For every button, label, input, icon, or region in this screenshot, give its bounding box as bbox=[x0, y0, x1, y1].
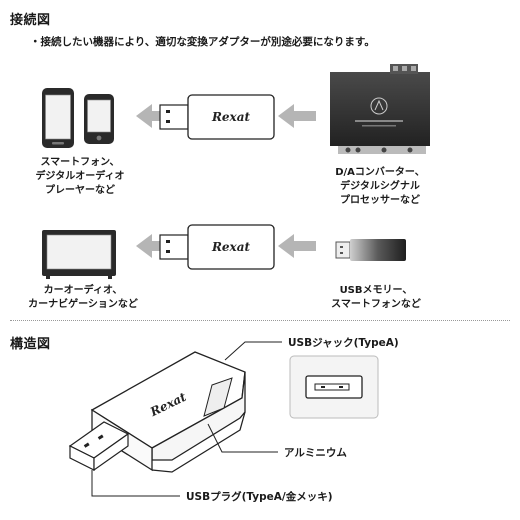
dac-device-icon bbox=[330, 64, 430, 154]
car-audio-display-icon bbox=[42, 230, 116, 279]
section-divider bbox=[10, 320, 510, 321]
arrow-left-icon bbox=[278, 234, 316, 258]
rexat-adapter-icon: Rexat bbox=[159, 224, 275, 270]
caption-line: プレーヤーなど bbox=[45, 185, 115, 196]
caption-line: デジタルオーディオ bbox=[35, 171, 125, 182]
usb-memory-icon bbox=[335, 239, 406, 261]
usb-plug-label: USBプラグ(TypeA/金メッキ) bbox=[186, 491, 333, 503]
arrow-left-icon bbox=[136, 234, 170, 258]
car-caption: カーオーディオ、 カーナビゲーションなど bbox=[18, 284, 148, 312]
arrow-left-icon bbox=[136, 104, 170, 128]
rexat-adapter-3d-icon: Rexat bbox=[68, 351, 246, 473]
caption-line: USBメモリー、 bbox=[339, 285, 413, 296]
connection-note: ・接続したい機器により、適切な変換アダプターが別途必要になります。 bbox=[30, 36, 375, 48]
rexat-logo: Rexat bbox=[211, 110, 251, 124]
usbmem-caption: USBメモリー、 スマートフォンなど bbox=[316, 284, 436, 312]
rexat-logo: Rexat bbox=[211, 240, 251, 254]
usb-jack-leader bbox=[224, 341, 282, 361]
usb-jack-label: USBジャック(TypeA) bbox=[288, 337, 399, 349]
structure-title: 構造図 bbox=[10, 337, 51, 352]
connection-title: 接続図 bbox=[10, 13, 51, 28]
caption-line: プロセッサーなど bbox=[340, 195, 420, 206]
caption-line: D/Aコンバーター、 bbox=[335, 167, 425, 178]
aluminium-leader bbox=[207, 423, 278, 453]
rexat-adapter-icon: Rexat bbox=[159, 94, 275, 140]
usb-plug-leader bbox=[91, 470, 180, 497]
usb-jack-inset bbox=[289, 355, 379, 419]
converter-caption: D/Aコンバーター、 デジタルシグナル プロセッサーなど bbox=[320, 166, 440, 208]
caption-line: カーナビゲーションなど bbox=[28, 299, 138, 310]
smartphone-caption: スマートフォン、 デジタルオーディオ プレーヤーなど bbox=[20, 156, 140, 198]
caption-line: スマートフォン、 bbox=[40, 157, 120, 168]
aluminium-label: アルミニウム bbox=[284, 447, 347, 459]
caption-line: デジタルシグナル bbox=[340, 181, 420, 192]
caption-line: カーオーディオ、 bbox=[43, 285, 123, 296]
smartphone-icon bbox=[42, 88, 74, 148]
music-player-icon bbox=[84, 94, 114, 144]
arrow-left-icon bbox=[278, 104, 316, 128]
caption-line: スマートフォンなど bbox=[331, 299, 421, 310]
